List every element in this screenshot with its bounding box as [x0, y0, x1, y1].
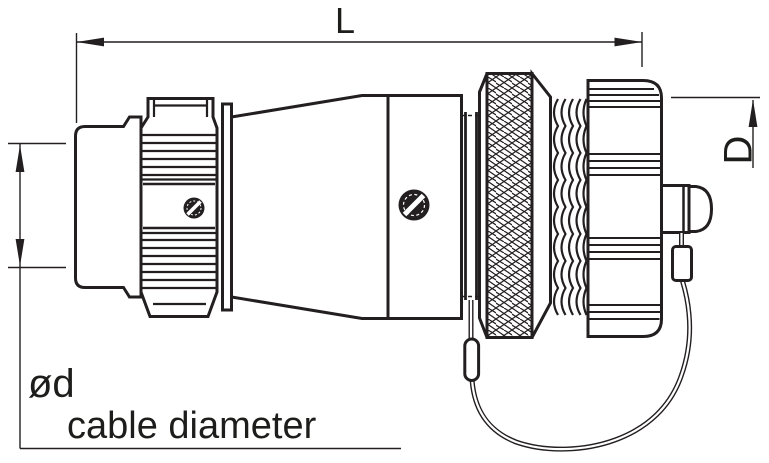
cable-sleeve: [74, 115, 143, 299]
washer-ring: [461, 112, 481, 300]
arrowhead-left-icon: [76, 37, 104, 47]
clamp-screw-icon: [183, 197, 205, 219]
length-label: L: [335, 0, 355, 41]
clamp-outline: [139, 97, 219, 318]
arrowhead-up-icon: [748, 99, 758, 127]
cable-diameter-symbol: ød: [28, 362, 75, 406]
lanyard-post-end: [687, 185, 714, 233]
clamp-ribs-bottom: [141, 238, 217, 290]
knurl-hatch: [485, 72, 534, 339]
dim-length: [75, 32, 643, 123]
protective-cap: [586, 79, 663, 338]
body-screw-icon: [398, 189, 430, 221]
dim-cable-diameter: [8, 142, 401, 450]
cable-clamp-nut: [139, 97, 219, 318]
wire-ferrule-right: [671, 245, 693, 282]
arrowhead-up-icon: [15, 145, 25, 172]
lanyard-post: [660, 184, 714, 234]
cable-diameter-note: cable diameter: [67, 405, 317, 447]
clamp-ribs-top: [141, 133, 217, 181]
wire-ferrule-left: [463, 337, 481, 382]
lanyard-wire: [463, 233, 693, 452]
cone-and-body-outline: [230, 94, 463, 320]
arrowhead-down-icon: [15, 239, 25, 266]
diameter-label: D: [717, 136, 761, 165]
knurled-coupling-ring: [478, 69, 552, 339]
dim-diameter: [671, 96, 760, 168]
cap-groove-lines: [588, 87, 662, 321]
main-body: [230, 94, 463, 320]
thread-section: [552, 98, 588, 316]
arrowhead-right-icon: [614, 37, 642, 47]
knurl-right-rim: [530, 69, 552, 339]
cap-outline: [586, 79, 663, 338]
connector-body: [74, 69, 714, 452]
